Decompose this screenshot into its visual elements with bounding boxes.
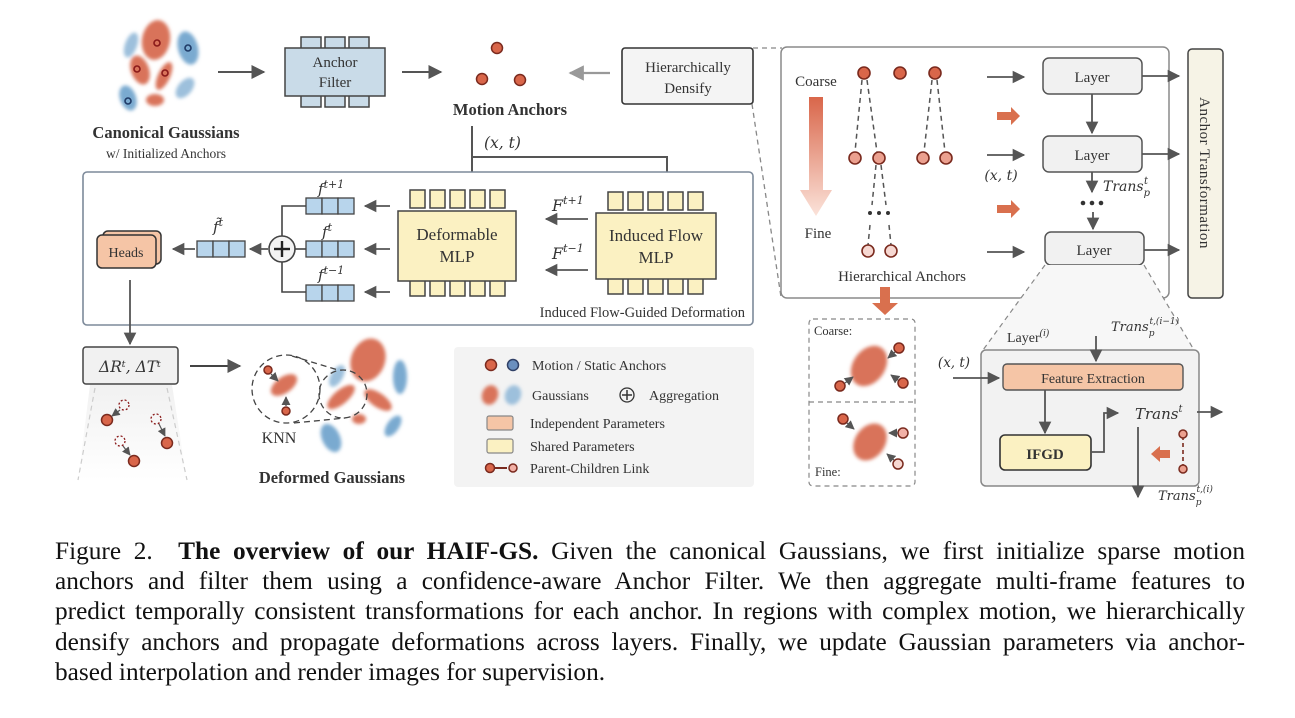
- hierarchically-densify-box: [621, 47, 754, 105]
- layer-label-2: Layer: [1075, 148, 1110, 164]
- ifgd-panel-title: Induced Flow-Guided Deformation: [540, 305, 746, 321]
- trans-p-out-label: Transpt,(i): [1158, 484, 1213, 508]
- legend-shared-swatch: [486, 438, 514, 454]
- anchor-filter-label-2: Filter: [319, 75, 352, 91]
- layer-label-1: Layer: [1075, 70, 1110, 86]
- feature-extraction-box: [1002, 363, 1184, 391]
- ifgd-to-trans-arrow: [1091, 406, 1120, 453]
- figure-caption: Figure 2. The overview of our HAIF-GS. G…: [55, 536, 1245, 687]
- heads-label: Heads: [109, 246, 144, 261]
- hierarchical-anchor-tree: [848, 66, 953, 258]
- aggregation-plus-icon: [268, 235, 296, 263]
- feature-extraction-label: Feature Extraction: [1041, 372, 1145, 387]
- layer-label-n: Layer: [1077, 243, 1112, 259]
- legend-panel: [454, 347, 754, 487]
- canonical-gaussians-title: Canonical Gaussians: [92, 123, 240, 142]
- fine-label: Fine: [805, 226, 832, 242]
- feat-cur-label: ft: [321, 221, 333, 241]
- haif-gs-overview-diagram: Canonical Gaussians w/ Initialized Ancho…: [77, 20, 1224, 508]
- densify-label-1: Hierarchically: [645, 60, 731, 76]
- ifgd-label: IFGD: [1026, 447, 1064, 463]
- zoom-dash-bottom: [751, 103, 782, 298]
- xt-label: (x, t): [484, 134, 521, 152]
- trans-p-label: Transpt: [1103, 176, 1151, 199]
- trap-dash-right: [166, 387, 188, 481]
- caption-line-3: predict temporally consistent transforma…: [55, 597, 1245, 626]
- flow-next-label: Ft+1: [551, 194, 584, 215]
- legend-aggregation-icon: [619, 387, 635, 403]
- anchor-filter-block: [284, 36, 386, 108]
- caption-title: The overview of our HAIF-GS.: [178, 537, 539, 565]
- zoom-down-arrow: [872, 287, 898, 315]
- feat-agg-label: f̃t: [212, 216, 224, 236]
- legend-parent-child-link-icon: [484, 462, 518, 474]
- caption-figure-label: Figure 2.: [55, 537, 153, 565]
- legend-item-shared: Shared Parameters: [530, 440, 635, 455]
- induced-flow-mlp-block: [595, 191, 717, 295]
- deformable-mlp-label-2: MLP: [440, 247, 475, 266]
- caption-line-4: densify anchors and propagate deformatio…: [55, 627, 1245, 656]
- layer-detail-in-trans: Transpt,(i−1): [1111, 316, 1180, 339]
- legend-item-gaussians: Gaussians: [532, 389, 589, 404]
- caption-text-1: Given the canonical Gaussians, we first …: [551, 537, 1245, 565]
- anchor-displacement-illustration: [100, 399, 174, 468]
- zoom-coarse-label: Coarse:: [814, 324, 852, 338]
- legend-item-link: Parent-Children Link: [530, 462, 649, 477]
- canonical-anchor-points: [124, 39, 192, 105]
- coarse-label: Coarse: [795, 74, 837, 90]
- deformed-gaussians-illustration: [270, 338, 407, 453]
- knn-illustration: [251, 354, 368, 424]
- layer-zoom-dash-right: [1143, 264, 1195, 351]
- legend-item-independent: Independent Parameters: [530, 417, 665, 432]
- feat-prev-label: ft−1: [317, 264, 344, 284]
- propagate-arrow-1: [997, 107, 1020, 125]
- delta-zoom-trapezoid: [78, 385, 187, 480]
- motion-anchor-dots: [475, 41, 527, 87]
- propagate-arrow-2: [997, 200, 1020, 218]
- caption-line-1: Figure 2. The overview of our HAIF-GS. G…: [55, 536, 1245, 566]
- heads-box: [96, 234, 157, 269]
- deformable-mlp-block: [397, 189, 517, 297]
- trap-dash-left: [77, 387, 96, 481]
- densify-label-2: Densify: [664, 81, 712, 97]
- induced-flow-mlp-label-2: MLP: [639, 248, 674, 267]
- zoom-coarse-illustration: [834, 342, 909, 392]
- detail-parent-child-link-icon: [1178, 429, 1188, 474]
- flow-prev-label: Ft−1: [551, 242, 584, 263]
- zoom-fine-label: Fine:: [815, 465, 841, 479]
- hierarchy-xt-label: (x, t): [984, 168, 1017, 184]
- anchor-transformation-box: [1187, 48, 1224, 299]
- coarse-to-fine-arrow: [800, 97, 832, 216]
- layer-detail-title: Layer(i): [1007, 328, 1050, 346]
- layer-ellipsis: [1080, 200, 1104, 206]
- motion-anchors-label: Motion Anchors: [453, 100, 568, 119]
- caption-line-5: based interpolation and render images fo…: [55, 657, 606, 686]
- deformed-gaussians-label: Deformed Gaussians: [259, 468, 406, 487]
- hierarchical-anchors-label: Hierarchical Anchors: [838, 269, 966, 285]
- feat-next-label: ft+1: [317, 178, 344, 198]
- canonical-gaussians-subtitle: w/ Initialized Anchors: [106, 146, 226, 161]
- anchor-transformation-label: Anchor Transformation: [1196, 97, 1212, 249]
- legend-item-aggregation: Aggregation: [649, 389, 719, 404]
- layer-zoom-trapezoid: [983, 265, 1194, 350]
- detail-propagate-arrow: [1151, 446, 1170, 462]
- anchor-filter-label-1: Anchor: [313, 55, 358, 71]
- legend-item-anchors: Motion / Static Anchors: [532, 359, 666, 374]
- trans-out-label: Transt: [1135, 404, 1183, 423]
- legend-gaussians-icon: [481, 385, 522, 405]
- delta-rt-box: [82, 346, 179, 385]
- legend-independent-swatch: [486, 415, 514, 431]
- layer-detail-xt: (x, t): [938, 355, 970, 371]
- caption-line-2: anchors and filter them using a confiden…: [55, 567, 1245, 596]
- legend-motion-static-icon: [484, 358, 520, 372]
- delta-rt-label: ΔRᵗ, ΔTᵗ: [98, 358, 161, 376]
- knn-label: KNN: [262, 430, 297, 447]
- zoom-fine-illustration: [837, 413, 909, 470]
- deformable-mlp-label-1: Deformable: [416, 225, 497, 244]
- induced-flow-mlp-label-1: Induced Flow: [609, 226, 704, 245]
